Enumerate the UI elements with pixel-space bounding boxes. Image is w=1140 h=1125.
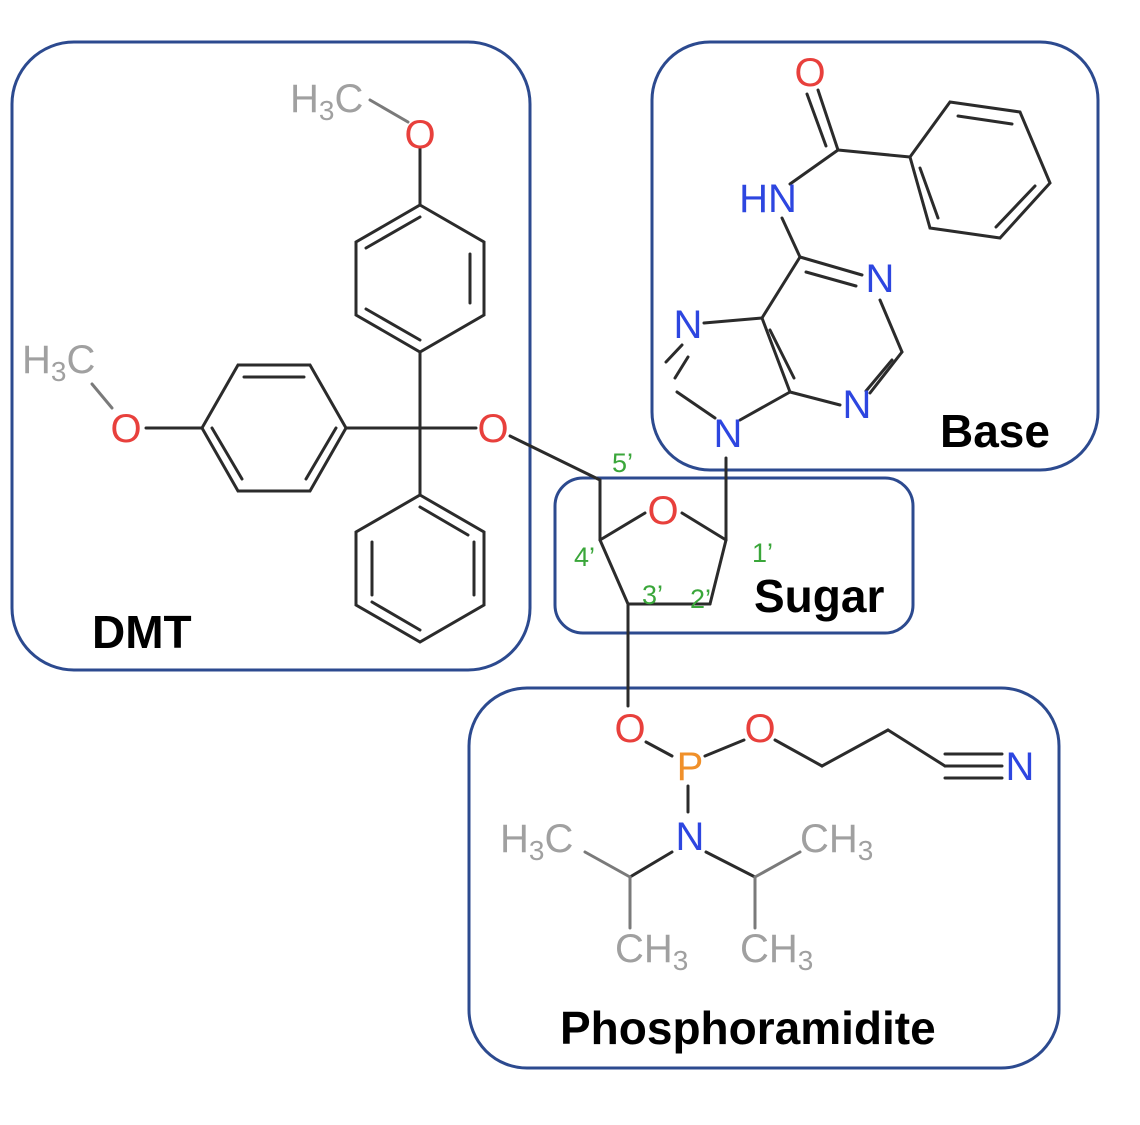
oxygen-methoxy-top: O: [404, 113, 435, 157]
base-label: Base: [940, 405, 1050, 457]
dmt-label: DMT: [92, 606, 192, 658]
dmt-box: [10, 40, 532, 672]
base-bonds: [664, 88, 1052, 422]
oxygen-cyanoethyl: O: [744, 707, 775, 751]
methyl-ipr-left-bottom: CH3: [615, 927, 688, 976]
methyl-ipr-right-bottom: CH3: [740, 927, 813, 976]
position-3prime: 3’: [642, 580, 663, 610]
oxygen-3prime: O: [614, 707, 645, 751]
methyl-top: H3C: [290, 77, 363, 126]
position-2prime: 2’: [690, 584, 711, 614]
position-1prime: 1’: [752, 538, 773, 568]
oxygen-methoxy-left: O: [110, 407, 141, 451]
nitrogen-n3: N: [843, 383, 872, 427]
nitrogen-n9: N: [714, 412, 743, 456]
phosphoramidite-bonds: [583, 728, 1004, 930]
oxygen-carbonyl: O: [794, 51, 825, 95]
phosphoramidite-label: Phosphoramidite: [560, 1002, 936, 1054]
base-box: [650, 40, 1100, 472]
nitrogen-n7: N: [674, 303, 703, 347]
nitrogen-n1: N: [866, 257, 895, 301]
oxygen-5prime: O: [477, 407, 508, 451]
position-5prime: 5’: [612, 448, 633, 478]
methyl-left: H3C: [22, 338, 95, 387]
phosphorus: P: [677, 745, 704, 789]
methyl-ipr-left: H3C: [500, 817, 573, 866]
sugar-label: Sugar: [754, 570, 884, 622]
nitrogen-amide: HN: [739, 177, 797, 221]
nitrogen-amine: N: [676, 815, 705, 859]
oxygen-ring: O: [647, 489, 678, 533]
sugar-bonds: [508, 434, 728, 708]
dmt-bonds: [90, 98, 486, 644]
position-4prime: 4’: [574, 542, 595, 572]
sugar-box: [553, 476, 915, 635]
nitrogen-nitrile: N: [1006, 745, 1035, 789]
methyl-ipr-right: CH3: [800, 817, 873, 866]
phosphoramidite-box: [467, 686, 1061, 1070]
